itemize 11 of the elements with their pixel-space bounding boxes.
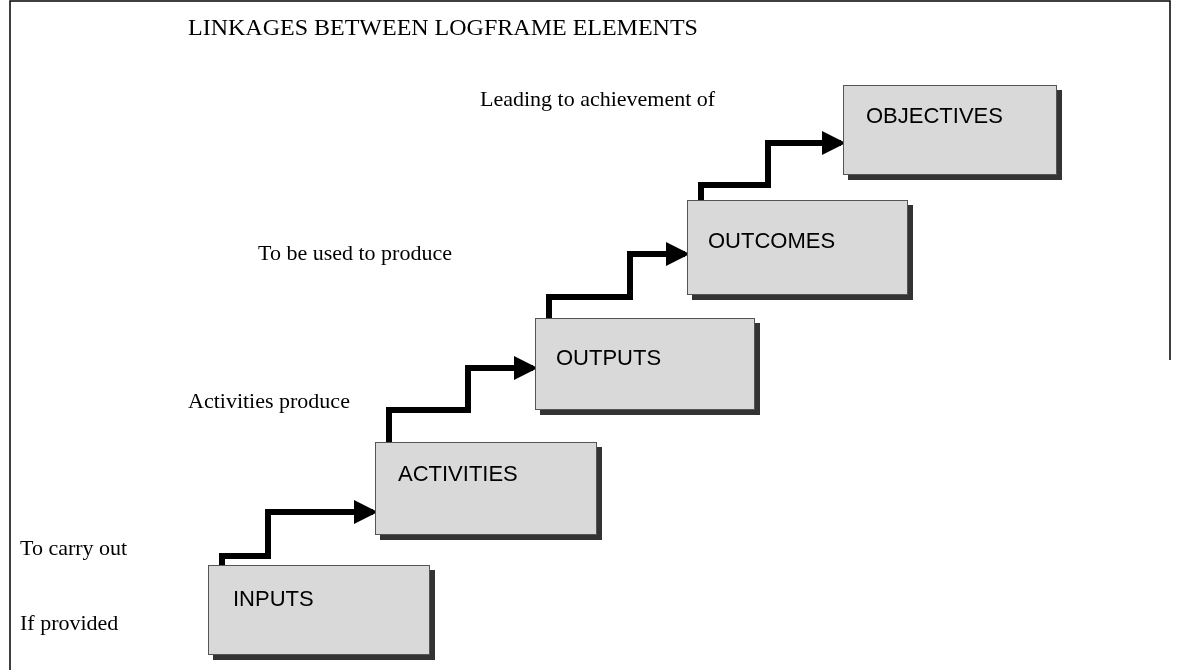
box-label: INPUTS	[233, 586, 314, 612]
step-caption: If provided	[20, 610, 119, 636]
box-label: OUTPUTS	[556, 345, 662, 371]
step-caption: Leading to achievement of	[480, 86, 716, 112]
step-caption: To carry out	[20, 535, 128, 561]
box-label: ACTIVITIES	[398, 461, 518, 487]
step-caption: Activities produce	[188, 388, 350, 414]
box-label: OBJECTIVES	[866, 103, 1003, 129]
box-label: OUTCOMES	[708, 228, 836, 254]
step-caption: To be used to produce	[258, 240, 452, 266]
diagram-title: LINKAGES BETWEEN LOGFRAME ELEMENTS	[188, 14, 698, 41]
